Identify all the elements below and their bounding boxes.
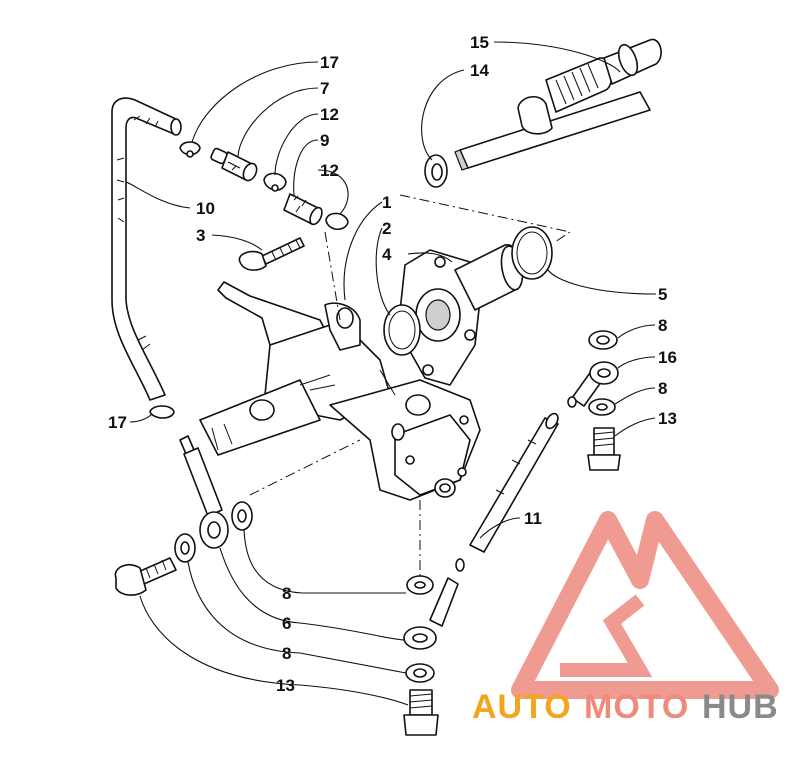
label-3: 3 [196,226,205,245]
bolt-3 [238,237,305,271]
label-16: 16 [658,348,677,367]
center-lines [249,194,572,580]
clamp-12-lower [325,212,349,231]
drive-shaft-15 [454,38,662,171]
label-17-top: 17 [320,53,339,72]
banjo-fitting-6-bottom [403,577,459,650]
wordmark-moto: MOTO [584,688,689,726]
leader-lines [125,41,657,706]
label-8-center: 8 [282,584,291,603]
o-ring-5 [511,226,553,280]
clamp-17-top [179,141,201,158]
label-1: 1 [382,193,391,212]
automotohub-logo [511,511,779,699]
label-15: 15 [470,33,489,52]
label-8-right-lower: 8 [658,379,667,398]
banjo-fitting-16 [567,361,619,408]
washer-8-right-lower [588,398,616,416]
label-12-lower: 12 [320,161,339,180]
clamp-17-bottom [149,405,175,419]
washer-8-left-a [231,501,253,531]
washer-8-right-upper [588,330,618,350]
label-6: 6 [282,614,291,633]
banjo-fitting-6-left [179,435,229,549]
label-11: 11 [524,509,542,528]
label-2: 2 [382,219,391,238]
hose-11 [455,412,559,572]
fitting-7 [210,147,258,182]
hose-9 [283,193,323,226]
banjo-bolt-13-bottom [403,689,439,736]
label-13-bottom: 13 [276,676,295,695]
clamp-12-upper [263,172,287,192]
label-12-upper: 12 [320,105,339,124]
label-4: 4 [382,245,392,264]
label-17-bottom: 17 [108,413,127,432]
label-5: 5 [658,285,667,304]
label-8-lower: 8 [282,644,291,663]
wordmark-hub: HUB [702,688,779,726]
washer-14 [424,154,448,188]
pump-body-1 [199,281,481,501]
washer-8-left-b [174,533,196,563]
part-labels: 17 7 12 9 12 10 3 15 14 1 2 4 5 8 16 8 1… [108,33,677,695]
banjo-bolt-13-left [114,557,177,596]
washer-8-bottom-lower [405,663,435,683]
o-ring-2 [383,304,421,356]
label-9: 9 [320,131,329,150]
label-13-right: 13 [658,409,677,428]
hose-10 [111,97,182,401]
wordmark-auto: AUTO [472,688,572,726]
banjo-bolt-13-right [587,427,621,471]
label-14: 14 [470,61,489,80]
automotohub-wordmark: AUTO MOTO HUB [472,688,779,726]
washer-8-bottom-upper [406,575,434,595]
flange-housing-4 [397,244,524,386]
label-10: 10 [196,199,215,218]
label-8-right-upper: 8 [658,316,667,335]
label-7: 7 [320,79,329,98]
